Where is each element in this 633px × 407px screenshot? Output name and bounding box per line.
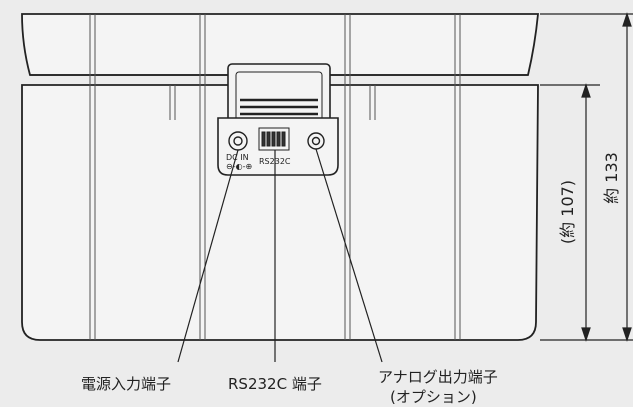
label-power-input: 電源入力端子 <box>81 375 172 393</box>
label-analog-output: アナログ出力端子 <box>378 368 498 386</box>
dimension-outer: 約 133 <box>602 152 621 204</box>
dc-in-marking: DC IN <box>226 153 249 162</box>
leader-lines <box>177 148 383 363</box>
dc-polarity-marking: ⊖-◐-⊕ <box>226 162 252 171</box>
label-analog-output-option: (オプション) <box>390 388 477 406</box>
latch <box>227 63 331 133</box>
dimension-inner: (約 107) <box>558 180 577 244</box>
dimension-lines <box>540 12 633 342</box>
panel-grooves <box>89 14 461 340</box>
main-body <box>21 84 539 341</box>
label-rs232c: RS232C 端子 <box>228 375 322 393</box>
rs232c-port <box>258 127 290 151</box>
